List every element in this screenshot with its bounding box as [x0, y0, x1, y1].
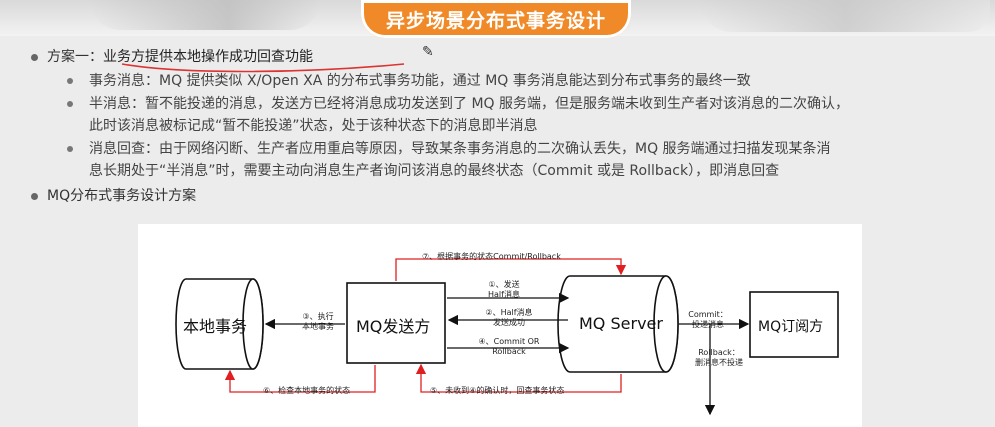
- mq-sender-label: MQ发送方: [356, 313, 430, 337]
- banner-decoration-right: [700, 0, 990, 32]
- pencil-icon: ✎: [422, 44, 434, 60]
- step6-label: ⑥、检查本地事务的状态: [263, 386, 350, 396]
- bullet-dot: [67, 78, 73, 84]
- step2-label: ②、Half消息发送成功: [474, 308, 544, 328]
- mq-server-label: MQ Server: [579, 314, 663, 333]
- slide-title: 异步场景分布式事务设计: [361, 0, 631, 38]
- bullet-dot: [67, 146, 73, 152]
- mq-transaction-diagram: 本地事务 MQ发送方 MQ Server MQ订阅方 ⑦、根据事务的状态Comm…: [138, 224, 862, 427]
- bullet-dot: [31, 54, 38, 61]
- step3-label: ③、执行本地事务: [288, 312, 348, 332]
- bullet-dot: [67, 101, 73, 107]
- sub-bullet-transaction-message: 事务消息：MQ 提供类似 X/Open XA 的分布式事务功能，通过 MQ 事务…: [89, 70, 751, 92]
- scheme2-bullet: MQ分布式事务设计方案: [47, 187, 196, 205]
- sub-bullet-check-back-line1: 消息回查：由于网络闪断、生产者应用重启等原因，导致某条事务消息的二次确认丢失，M…: [89, 138, 831, 160]
- mq-subscriber-label: MQ订阅方: [758, 316, 823, 336]
- banner-decoration-left: [90, 0, 320, 30]
- sub-bullet-half-message-line2: 此时该消息被标记成“暂不能投递”状态，处于该种状态下的消息即半消息: [89, 115, 538, 137]
- scheme1-label: 方案一：: [47, 49, 103, 65]
- rollback-label: Rollback：删消息不投递: [684, 348, 754, 368]
- step7-label: ⑦、根据事务的状态Commit/Rollback: [422, 252, 561, 262]
- step5-label: ⑤、未收到④的确认时，回查事务状态: [430, 386, 564, 396]
- local-transaction-label: 本地事务: [183, 313, 247, 337]
- sub-bullet-half-message-line1: 半消息：暂不能投递的消息，发送方已经将消息成功发送到了 MQ 服务端，但是服务端…: [89, 93, 849, 115]
- bullet-dot: [31, 193, 38, 200]
- commit-label: Commit：投递消息: [680, 310, 736, 330]
- sub-bullet-check-back-line2: 息长期处于“半消息”时，需要主动向消息生产者询问该消息的最终状态（Commit …: [89, 160, 779, 182]
